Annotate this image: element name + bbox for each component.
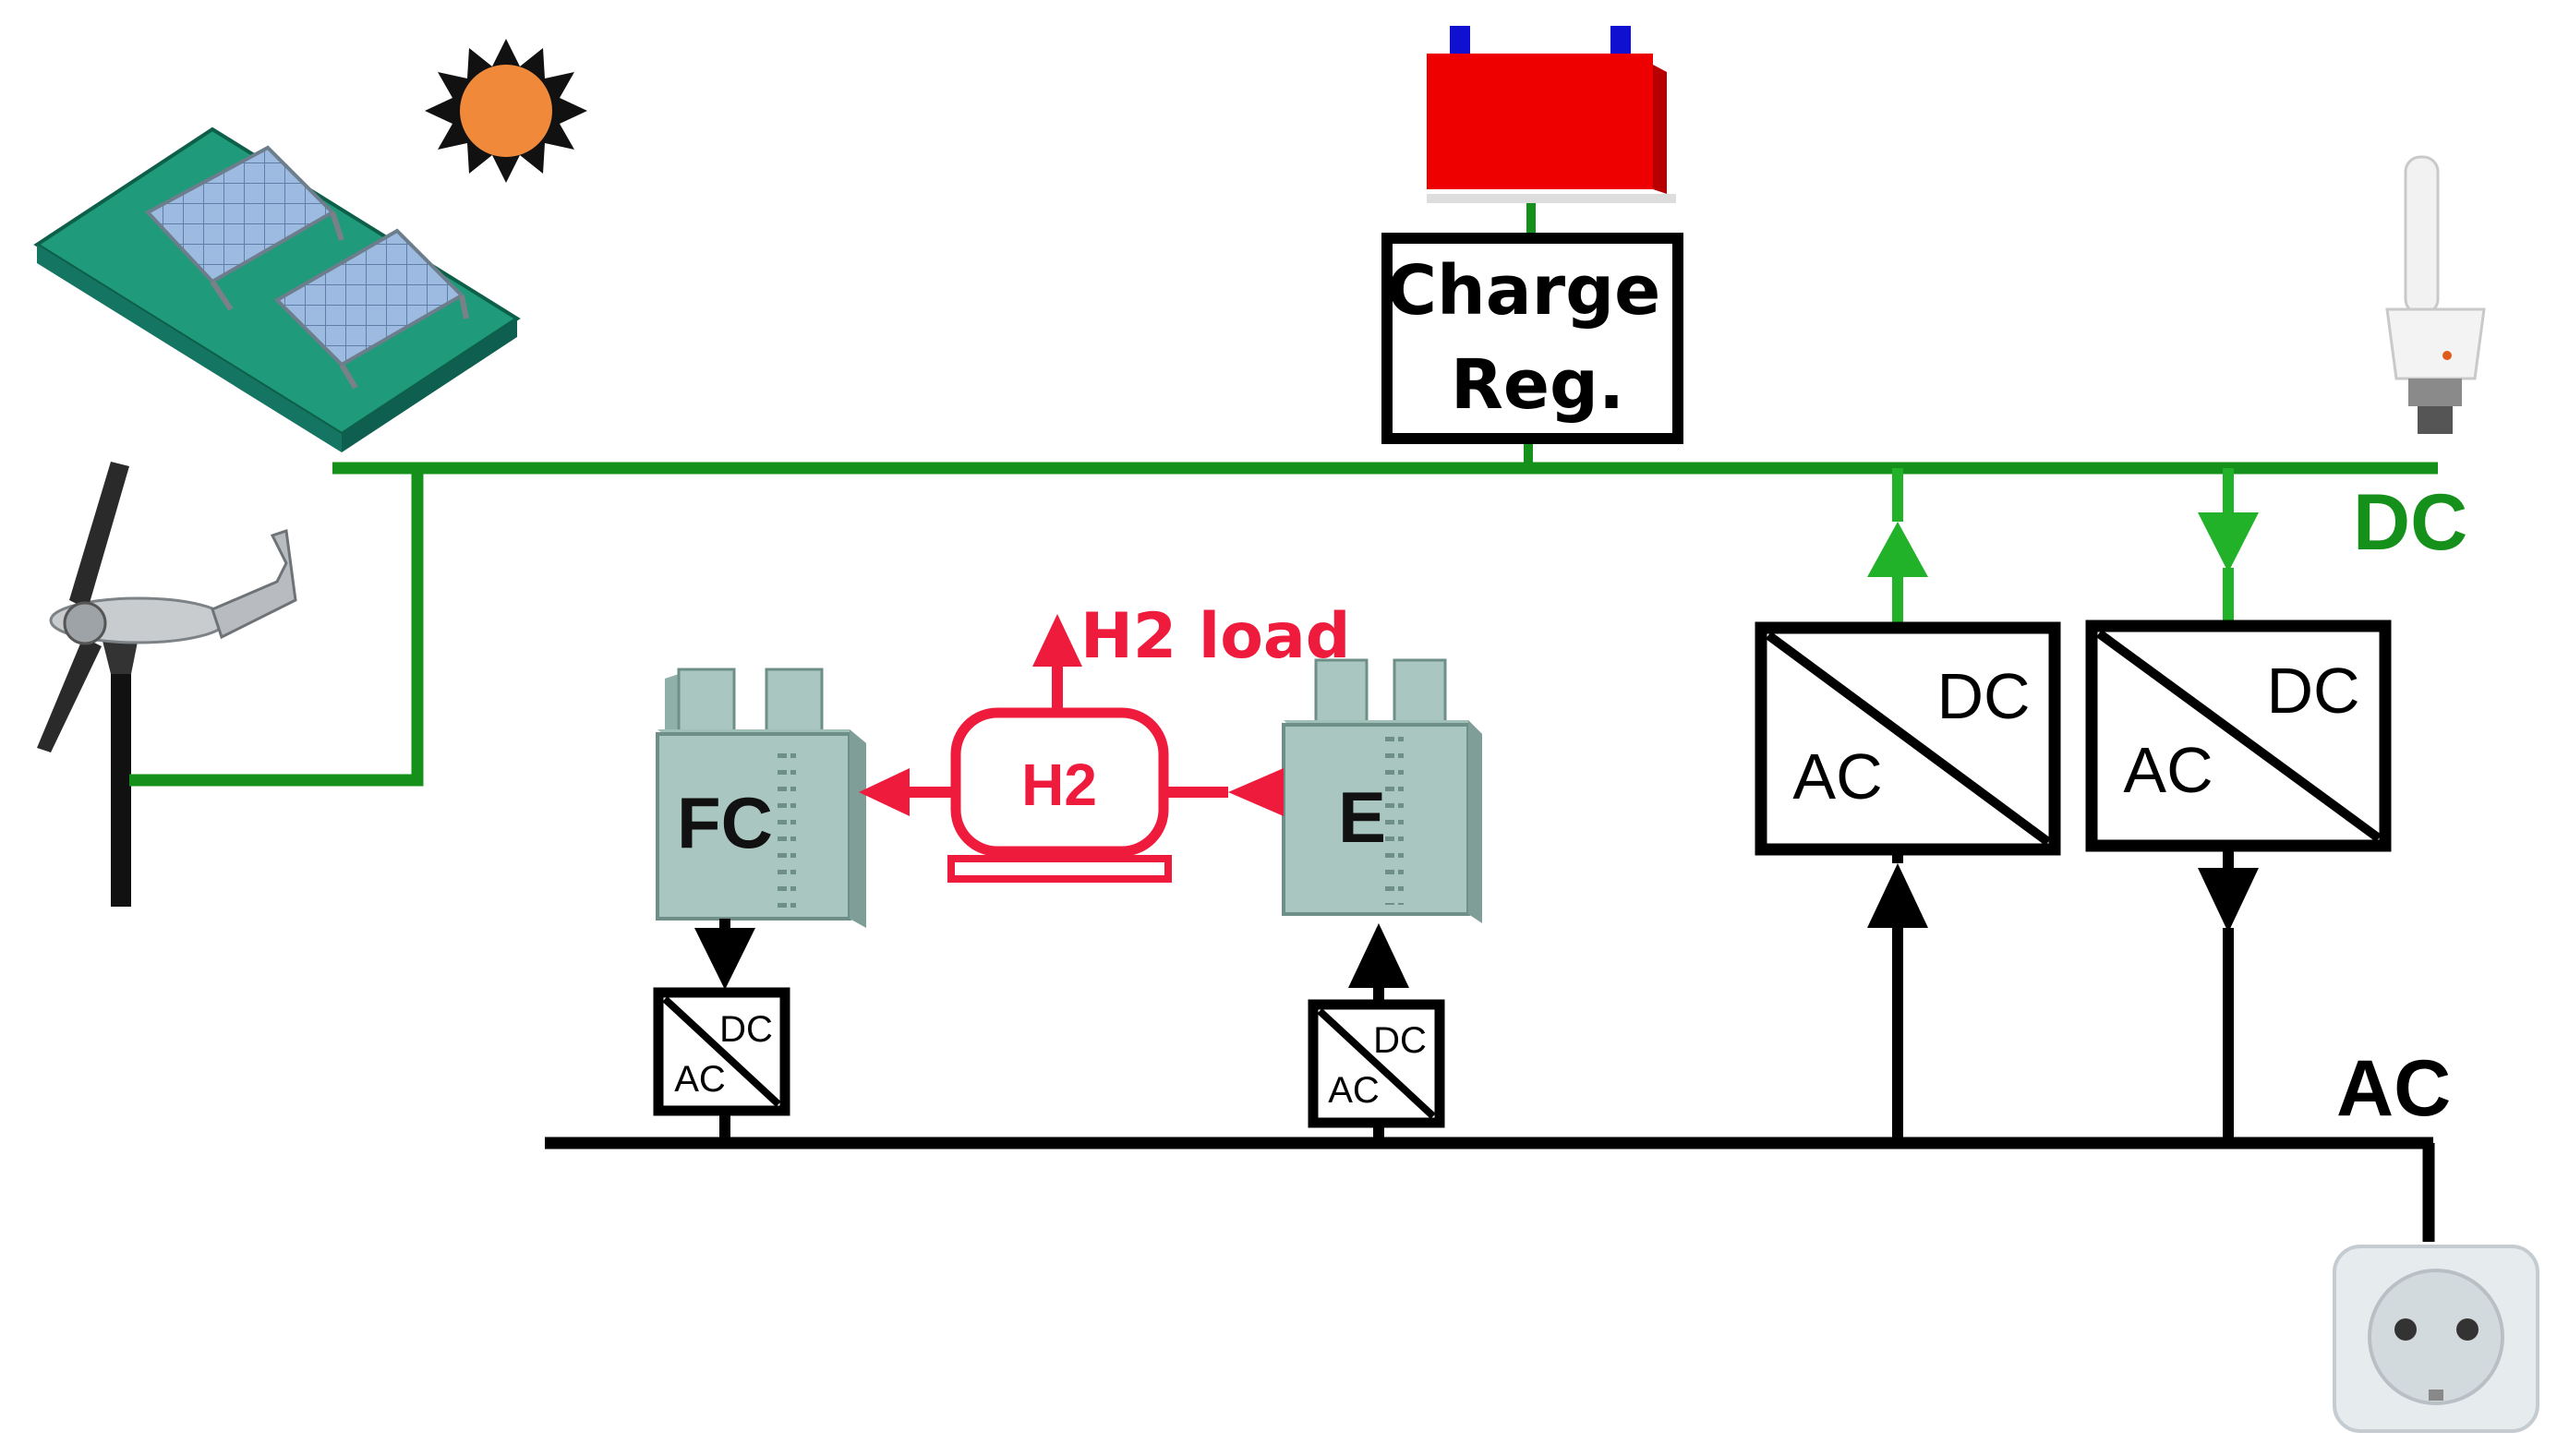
converter2-ac: AC [2123, 734, 2213, 806]
charge-reg-line1: Charge [1387, 251, 1661, 331]
electrolyzer-stack: E [1282, 658, 1482, 923]
charge-regulator: Charge Reg. [1381, 233, 1683, 444]
sun-icon [425, 39, 587, 183]
small-conv-fc-ac: AC [674, 1059, 726, 1100]
converter-dc-ac-2: DC AC [2085, 468, 2392, 1143]
lamp-icon [2385, 155, 2486, 434]
small-conv-e-ac: AC [1328, 1070, 1380, 1111]
h2-tank: H2 [947, 707, 1172, 883]
converter1-dc: DC [1936, 660, 2030, 732]
fuel-cell-label: FC [677, 782, 773, 863]
solar-panel-icon [33, 126, 521, 452]
h2-load-label: H2 load [1080, 600, 1351, 673]
hydrogen-flow [859, 614, 1284, 816]
converter1-ac: AC [1792, 740, 1882, 812]
ac-bus [545, 1137, 2435, 1242]
small-conv-e-dc: DC [1373, 1020, 1427, 1061]
converter-small-fc: DC AC [653, 919, 790, 1143]
converter-small-e: DC AC [1308, 923, 1445, 1143]
dc-bus-label: DC [2353, 478, 2467, 567]
battery-icon [1427, 26, 1676, 238]
socket-icon [2333, 1245, 2539, 1433]
charge-reg-line2: Reg. [1451, 345, 1624, 425]
fuel-cell-stack: FC [656, 668, 866, 928]
electrolyzer-label: E [1338, 776, 1386, 858]
small-conv-fc-dc: DC [719, 1009, 773, 1050]
wind-turbine-icon [37, 462, 297, 907]
converter-ac-dc-1: DC AC [1755, 468, 2061, 1143]
converter2-dc: DC [2266, 655, 2359, 727]
ac-bus-label: AC [2336, 1044, 2451, 1133]
h2-tank-label: H2 [1021, 752, 1097, 818]
